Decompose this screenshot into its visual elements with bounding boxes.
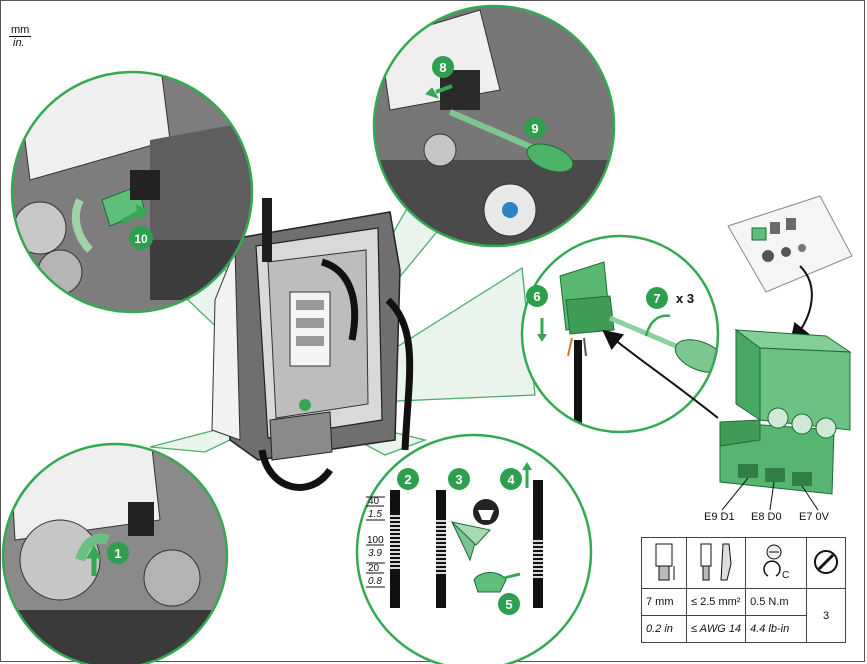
step-label-4: 4: [507, 472, 515, 487]
strip-dimension-lines: [366, 496, 385, 588]
step-label-5: 5: [505, 597, 512, 612]
step-badge-3: 3: [448, 468, 470, 490]
step-badges: 1 2 3 4 5 6 7 8 9 10: [107, 56, 668, 615]
step-badge-4: 4: [500, 468, 522, 490]
step-label-9: 9: [531, 121, 538, 136]
terminal-label-e9: E9 D1: [704, 511, 735, 523]
spec-table: C 7 mm ≤ 2.5 mm² 0.5 N.m 3 0.2 in ≤ AWG …: [641, 537, 847, 643]
strip-0.8-in: 0.8: [368, 576, 382, 587]
strip-40-mm: 40: [368, 496, 380, 507]
charger-unit-illustration: [211, 198, 414, 491]
spec-torque-nm: 0.5 N.m: [745, 588, 808, 616]
step-badge-7: 7: [646, 287, 668, 309]
step-label-7: 7: [653, 291, 660, 306]
wire-gauge-icon: [685, 537, 747, 589]
step-badge-2: 2: [397, 468, 419, 490]
step-label-8: 8: [439, 60, 446, 75]
direction-arrows: [86, 84, 453, 576]
step-label-6: 6: [533, 289, 540, 304]
step-badge-5: 5: [498, 593, 520, 615]
torque-symbol: C: [782, 570, 789, 581]
step7-multiplier: x 3: [676, 291, 694, 306]
detail-circle-step10: [10, 70, 254, 314]
strip-3.9-in: 3.9: [368, 548, 382, 559]
strip-100-mm: 100: [367, 535, 384, 546]
accessory-bag: [727, 195, 853, 293]
terminal-label-e8: E8 D0: [751, 511, 782, 523]
units-in: in.: [13, 37, 25, 49]
screwdriver-flat-icon: [806, 537, 847, 589]
units-legend: mm in.: [9, 24, 32, 49]
strip-20-mm: 20: [368, 563, 380, 574]
terminal-block: [719, 329, 852, 511]
step-label-3: 3: [455, 472, 462, 487]
bag-to-block-arrow: [789, 265, 813, 344]
terminal-label-e7: E7 0V: [799, 511, 830, 523]
block-to-detail-arrow: [602, 329, 719, 419]
step-badge-9: 9: [524, 117, 546, 139]
strip-dimension-labels: 40 1.5 100 3.9 20 0.8: [367, 496, 384, 587]
step-label-1: 1: [114, 546, 121, 561]
spec-strip-in: 0.2 in: [641, 615, 687, 643]
detail-circle-steps2-5: [355, 433, 593, 664]
torque-icon: C: [745, 537, 808, 589]
step-badge-10: 10: [129, 226, 153, 250]
step-label-10: 10: [134, 232, 148, 246]
spec-strip-mm: 7 mm: [641, 588, 687, 616]
step-badge-6: 6: [526, 285, 548, 307]
spec-gauge-awg: ≤ AWG 14: [685, 615, 747, 643]
step-badge-8: 8: [432, 56, 454, 78]
spec-gauge-mm2: ≤ 2.5 mm²: [685, 588, 747, 616]
detail-circle-steps8-9: [372, 4, 616, 248]
spec-screwdriver-size: 3: [806, 588, 847, 643]
step-label-2: 2: [404, 472, 411, 487]
spec-torque-lbin: 4.4 lb-in: [745, 615, 808, 643]
strip-1.5-in: 1.5: [368, 509, 382, 520]
terminal-labels: E9 D1 E8 D0 E7 0V: [704, 511, 830, 523]
strip-length-icon: [641, 537, 687, 589]
step-badge-1: 1: [107, 542, 129, 564]
